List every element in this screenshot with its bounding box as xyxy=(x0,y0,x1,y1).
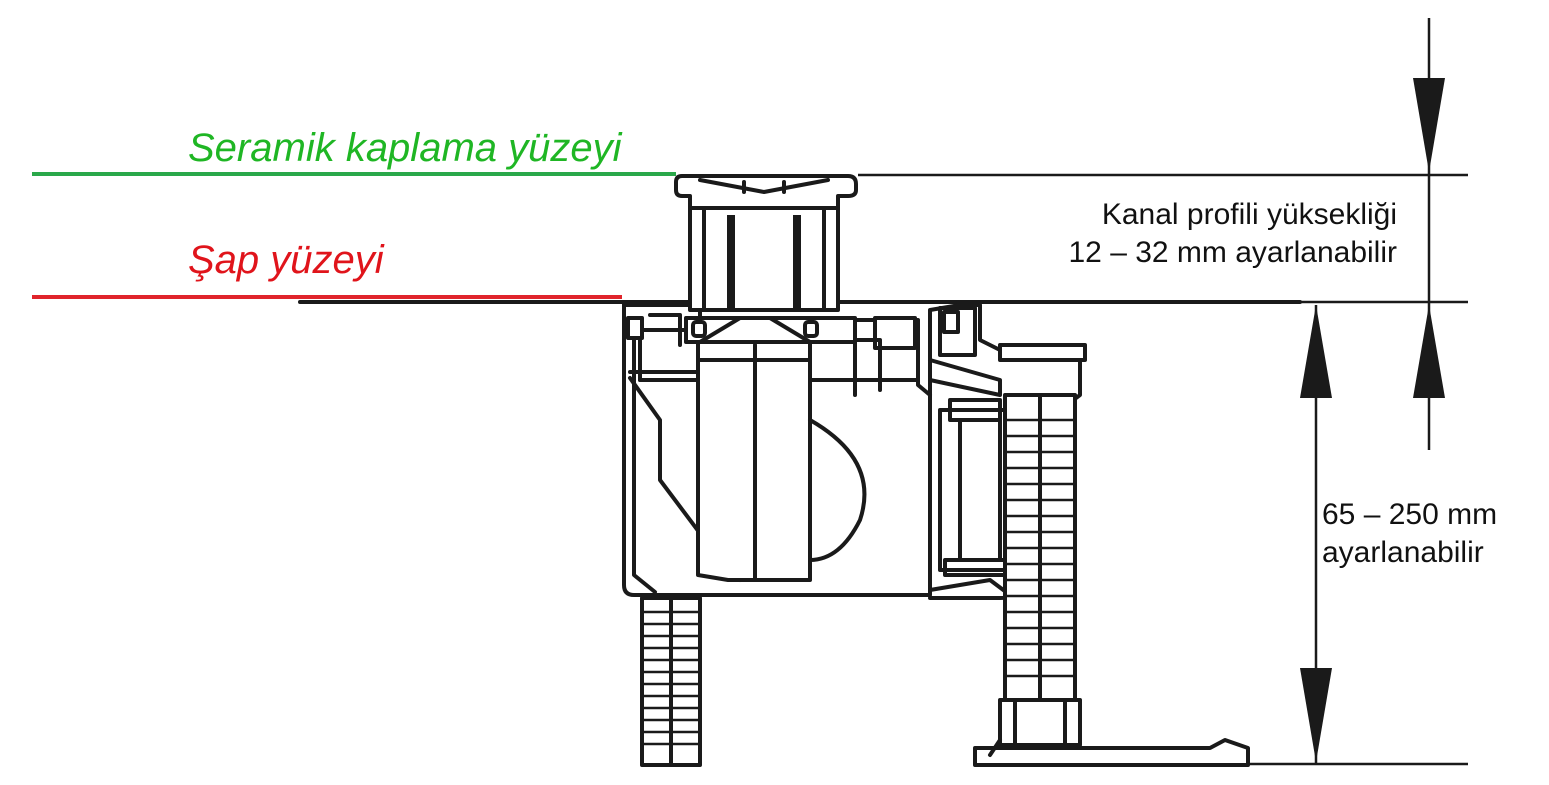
arrow-down-icon xyxy=(1413,78,1445,172)
drain-body xyxy=(622,174,1082,600)
channel-height-dimension xyxy=(1413,18,1445,450)
total-height-line-2: ayarlanabilir xyxy=(1322,536,1484,569)
channel-profile-height-label: Kanal profili yüksekliği 12 – 32 mm ayar… xyxy=(1069,196,1398,272)
right-adjustable-foot xyxy=(973,343,1250,767)
total-height-line-1: 65 – 250 mm xyxy=(1322,498,1498,531)
channel-profile-line-2: 12 – 32 mm ayarlanabilir xyxy=(1068,236,1398,269)
total-height-dimension xyxy=(1300,305,1332,764)
channel-profile-line-1: Kanal profili yüksekliği xyxy=(1101,198,1397,231)
ceramic-surface-label: Seramik kaplama yüzeyi xyxy=(188,126,622,170)
screed-surface-label: Şap yüzeyi xyxy=(188,238,384,282)
total-height-label: 65 – 250 mm ayarlanabilir xyxy=(1322,496,1497,572)
left-adjustable-foot xyxy=(640,596,702,767)
arrow-down-icon xyxy=(1300,668,1332,762)
arrow-up-icon xyxy=(1413,305,1445,398)
arrow-up-icon xyxy=(1300,305,1332,398)
